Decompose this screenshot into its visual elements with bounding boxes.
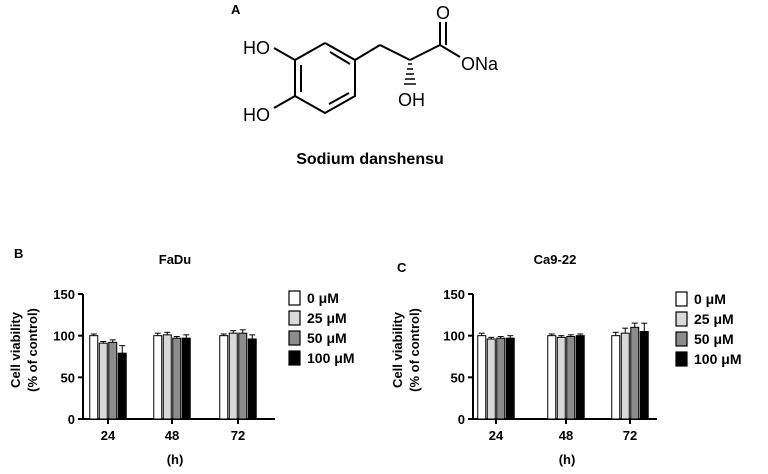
bar [496, 337, 506, 420]
legend-swatch [675, 291, 688, 307]
bar [238, 332, 248, 420]
legend-label: 25 μM [307, 310, 347, 326]
bar [547, 335, 557, 420]
ca922-legend: 0 μM 25 μM 50 μM 100 μM [675, 291, 741, 367]
legend-swatch [288, 290, 301, 306]
legend-label: 25 μM [694, 311, 734, 327]
compound-name: Sodium danshensu [296, 151, 444, 168]
x-tick-label: 48 [559, 428, 573, 443]
bar [172, 337, 182, 420]
legend-swatch [675, 351, 688, 367]
panel-a-letter: A [231, 2, 241, 17]
legend-swatch [288, 310, 301, 326]
y-tick-label: 0 [458, 412, 465, 427]
fadu-title: FaDu [159, 252, 192, 267]
y-tick-label: 50 [451, 370, 465, 385]
legend-label: 0 μM [307, 290, 339, 306]
y-tick-label: 150 [443, 287, 465, 302]
x-tick-label: 24 [489, 428, 504, 443]
ester-o-bond [439, 44, 461, 58]
oh-label: OH [398, 90, 425, 110]
y-tick-label: 0 [68, 412, 75, 427]
ring-double-bond-2 [328, 92, 350, 105]
bar [247, 338, 257, 420]
legend-swatch [288, 330, 301, 346]
fadu-ylabel-line2: (% of control) [25, 308, 40, 392]
legend-label: 0 μM [694, 291, 726, 307]
bar [477, 335, 487, 420]
fadu-legend: 0 μM 25 μM 50 μM 100 μM [288, 290, 354, 366]
x-tick-label: 48 [165, 428, 179, 443]
ca922-ylabel-line1: Cell viability [390, 311, 405, 388]
bar [566, 336, 576, 420]
fadu-ylabel: Cell viability (% of control) [8, 308, 40, 392]
bar [117, 352, 127, 420]
y-tick-label: 100 [53, 329, 75, 344]
y-tick-label: 100 [443, 329, 465, 344]
bar [486, 338, 496, 420]
ring-double-bond-1 [329, 51, 351, 65]
fadu-ylabel-line1: Cell viability [8, 311, 23, 388]
bar [630, 326, 640, 420]
benzene-ring [294, 42, 356, 115]
x-tick-label: 72 [231, 428, 245, 443]
panel-c: C Ca9-22 Cell viability (% of control) (… [390, 252, 741, 467]
bar [98, 342, 108, 420]
carboxyl-bond [409, 44, 441, 61]
bar [505, 337, 515, 420]
panel-c-letter: C [397, 260, 407, 275]
ho-top-label: HO [243, 38, 270, 58]
legend-swatch [675, 331, 688, 347]
bar [89, 335, 99, 420]
ona-label: ONa [461, 54, 499, 74]
ho-bottom-label: HO [243, 105, 270, 125]
legend-label: 50 μM [307, 330, 347, 346]
panel-b: B FaDu Cell viability (% of control) (h)… [8, 246, 354, 467]
bar [181, 337, 191, 420]
fadu-plot: 0 50 100 150 24 48 72 [53, 287, 275, 443]
ch2-bond [354, 44, 381, 61]
bar [219, 335, 229, 420]
legend-label: 100 μM [694, 351, 741, 367]
bar [620, 332, 630, 420]
panel-b-letter: B [14, 246, 23, 261]
bar [162, 334, 172, 420]
carbonyl-o-label: O [436, 3, 450, 23]
legend-label: 100 μM [307, 350, 354, 366]
fadu-xlabel: (h) [167, 452, 184, 467]
ca922-xlabel: (h) [559, 452, 576, 467]
x-tick-label: 72 [623, 428, 637, 443]
bar [108, 341, 118, 420]
y-tick-label: 50 [61, 370, 75, 385]
legend-swatch [288, 350, 301, 366]
danshensu-structure [273, 22, 461, 115]
bar [575, 335, 585, 420]
ca922-plot: 0 50 100 150 24 48 72 [443, 287, 657, 443]
bar [153, 335, 163, 420]
cc-bond [379, 44, 411, 61]
ho-bottom-bond [273, 95, 296, 109]
ca922-title: Ca9-22 [534, 252, 577, 267]
bar [639, 331, 649, 420]
legend-label: 50 μM [694, 331, 734, 347]
bar [228, 332, 238, 420]
legend-swatch [675, 311, 688, 327]
ho-top-bond [273, 47, 296, 61]
y-tick-label: 150 [53, 287, 75, 302]
bar [556, 336, 566, 420]
bar [611, 335, 621, 420]
ca922-ylabel: Cell viability (% of control) [390, 308, 422, 392]
ca922-ylabel-line2: (% of control) [407, 308, 422, 392]
x-tick-label: 24 [101, 428, 116, 443]
hashed-wedge [404, 63, 416, 85]
